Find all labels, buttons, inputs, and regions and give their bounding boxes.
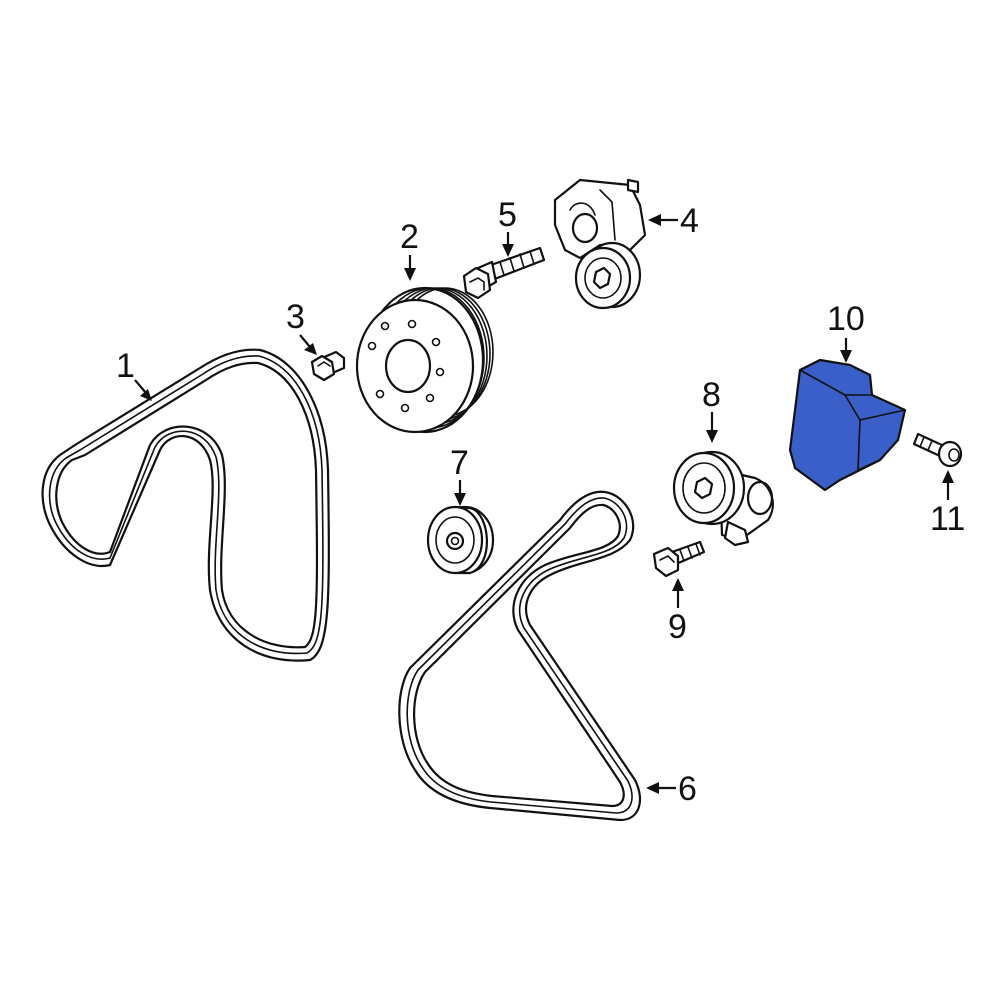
callout-label-5: 5 [498,196,517,234]
callout-label-2: 2 [400,218,419,256]
callout-label-7: 7 [450,444,469,482]
part-5-bolt[interactable] [462,246,546,300]
callout-label-10: 10 [827,300,865,338]
part-4-belt-tensioner[interactable] [553,178,647,310]
callout-label-3: 3 [286,298,305,336]
part-6-drive-belt[interactable] [398,490,642,822]
callout-arrows [134,214,954,794]
part-10-cover[interactable] [788,358,907,492]
callout-labels: 1 2 3 4 5 6 7 8 9 10 11 [116,196,965,808]
callout-label-9: 9 [668,608,687,646]
callout-label-11: 11 [930,500,965,538]
part-1-drive-belt[interactable] [41,348,330,662]
callout-label-4: 4 [680,202,699,240]
part-3-bolt[interactable] [310,350,346,382]
part-11-bolt[interactable] [912,432,963,468]
part-9-bolt[interactable] [652,540,706,578]
part-8-belt-tensioner[interactable] [672,450,774,547]
callout-label-1: 1 [116,347,135,385]
callout-label-8: 8 [702,376,721,414]
callout-label-6: 6 [678,770,697,808]
part-2-crankshaft-pulley[interactable] [355,286,494,434]
part-7-idler-pulley[interactable] [426,505,495,575]
